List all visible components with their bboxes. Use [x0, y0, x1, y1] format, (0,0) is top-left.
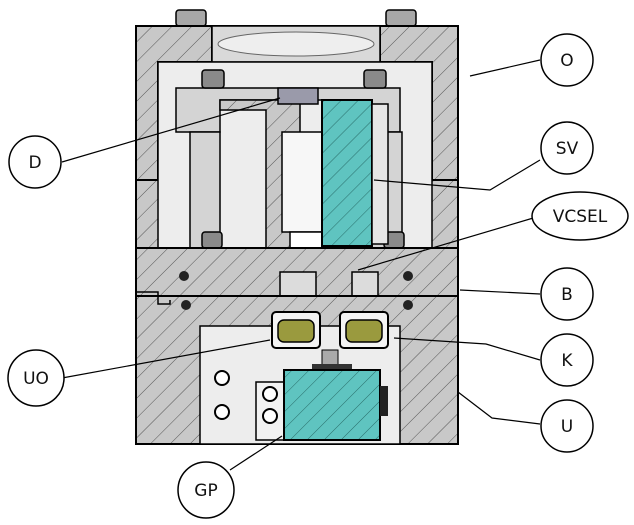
connector-hole-3	[262, 386, 278, 402]
lower-housing	[135, 291, 459, 445]
leader-B	[459, 289, 541, 295]
leader-K	[393, 337, 541, 361]
cell-holder	[371, 103, 389, 245]
callout-O: O	[540, 33, 594, 87]
callout-label-VCSEL: VCSEL	[553, 207, 608, 227]
bracket-post-left	[189, 131, 221, 249]
callout-D: D	[8, 135, 62, 189]
diaphragm-part	[277, 87, 319, 105]
inner-screw-right	[363, 69, 387, 89]
o-ring-left-bottom	[181, 300, 191, 310]
top-screw-head-left	[175, 9, 207, 27]
callout-label-D: D	[28, 153, 41, 173]
callout-label-K: K	[561, 351, 573, 371]
leader-VCSEL	[357, 215, 541, 271]
callout-U: U	[540, 399, 594, 453]
connector-hole-4	[262, 408, 278, 424]
light-tube	[281, 131, 327, 233]
leader-lines	[61, 59, 541, 471]
callout-GP: GP	[177, 461, 235, 519]
step-notch	[136, 291, 171, 305]
callout-label-GP: GP	[194, 481, 217, 501]
cell-clip	[380, 386, 388, 416]
top-screw-head-right	[385, 9, 417, 27]
callout-SV: SV	[540, 121, 594, 175]
vapor-cell	[321, 99, 373, 247]
connector-hole-1	[214, 370, 230, 386]
callout-K: K	[540, 333, 594, 387]
photodetector-cell	[283, 369, 381, 441]
connector-hole-2	[214, 404, 230, 420]
callout-label-B: B	[561, 285, 573, 305]
callout-VCSEL: VCSEL	[531, 191, 629, 241]
callout-label-U: U	[561, 417, 573, 437]
callout-UO: UO	[7, 349, 65, 407]
chip-contact	[312, 364, 352, 372]
leader-D	[61, 97, 281, 163]
top-cap-housing	[135, 9, 459, 275]
o-ring-right-top	[403, 271, 413, 281]
leader-SV	[373, 159, 541, 191]
callout-B: B	[540, 267, 594, 321]
top-window-lens	[217, 31, 375, 57]
optic-element-right	[345, 319, 383, 343]
leader-O	[469, 59, 541, 77]
callout-label-O: O	[560, 51, 573, 71]
lower-screw-left	[201, 231, 223, 249]
callout-label-SV: SV	[556, 139, 579, 159]
leader-UO	[61, 339, 271, 379]
callout-label-UO: UO	[23, 369, 49, 389]
optic-element-left	[277, 319, 315, 343]
inner-screw-left	[201, 69, 225, 89]
leader-GP	[229, 435, 283, 471]
o-ring-left-top	[179, 271, 189, 281]
optic-stem	[321, 349, 339, 367]
leader-U	[457, 391, 541, 425]
o-ring-right-bottom	[403, 300, 413, 310]
